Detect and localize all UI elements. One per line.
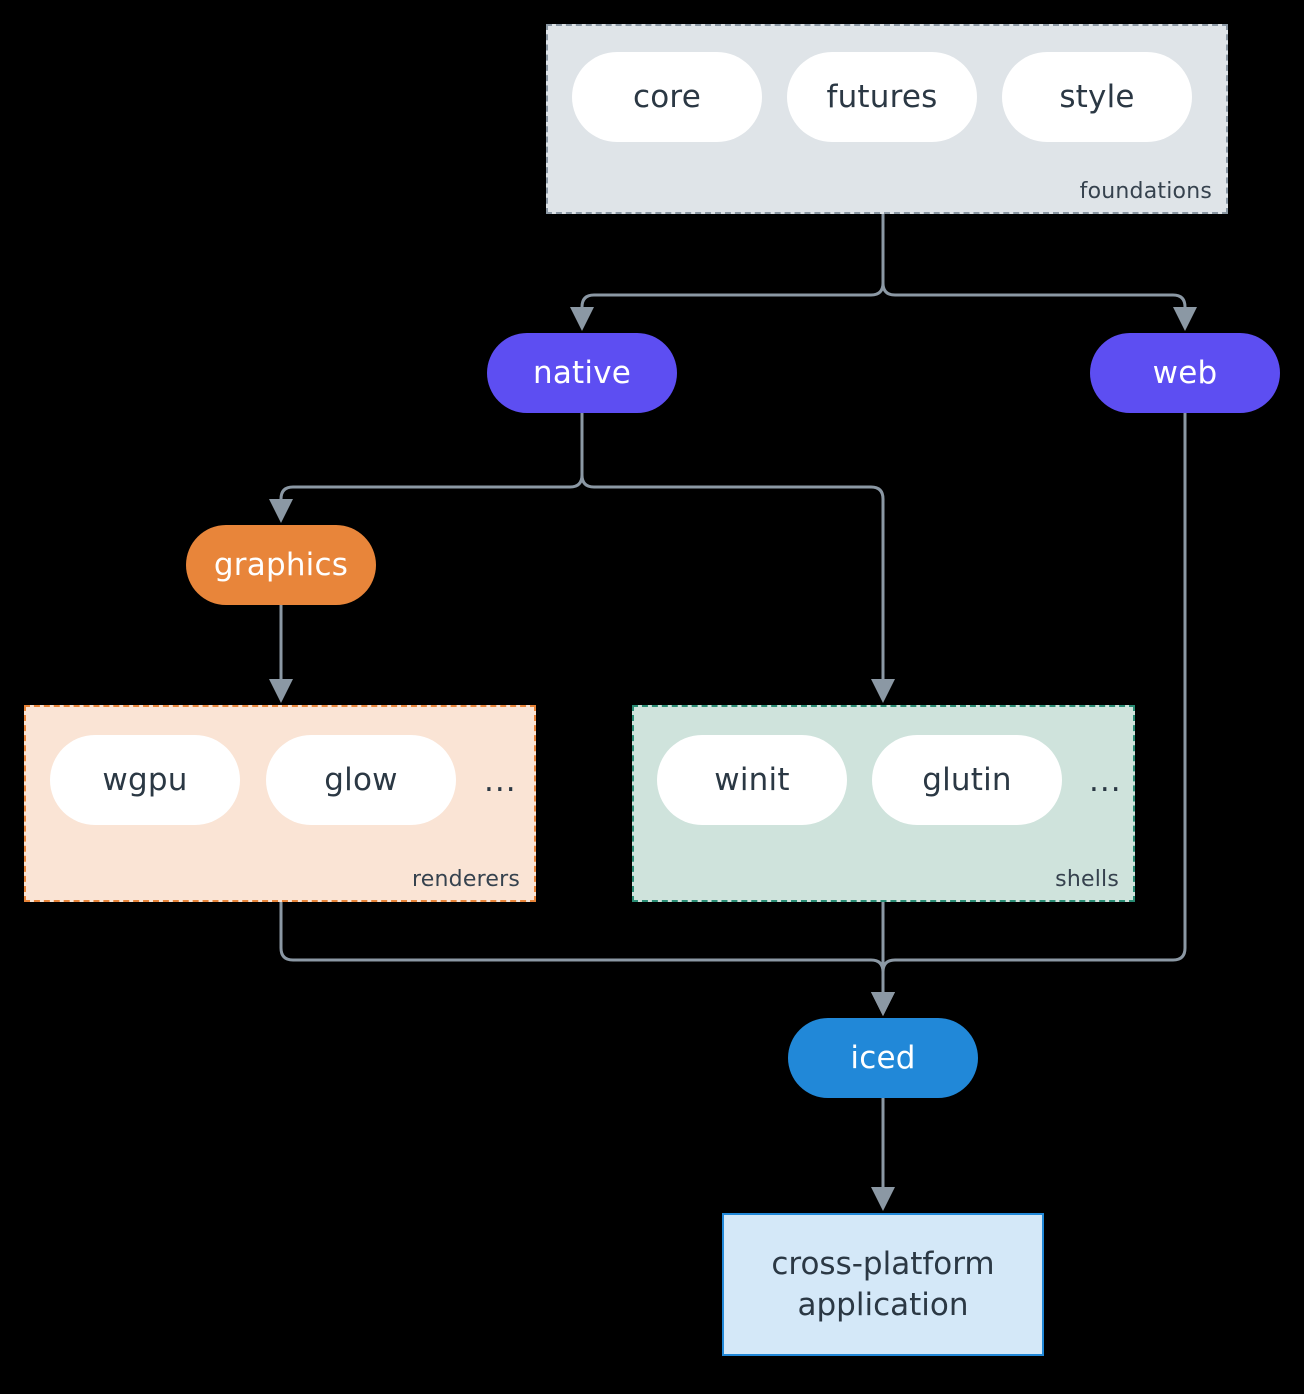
node-iced-label: iced xyxy=(850,1040,916,1076)
edge-renderers-iced xyxy=(279,902,895,1016)
node-iced[interactable]: iced xyxy=(788,1018,978,1098)
application-label-line1: cross-platform xyxy=(771,1245,995,1282)
node-native-label: native xyxy=(532,355,632,391)
node-wgpu-label: wgpu xyxy=(102,762,188,798)
node-core[interactable]: core xyxy=(572,52,762,142)
group-label-renderers: renderers xyxy=(412,867,520,892)
node-glow-label: glow xyxy=(324,762,398,798)
application-label-line2: application xyxy=(797,1286,969,1323)
node-style[interactable]: style xyxy=(1002,52,1192,142)
shells-ellipsis: ... xyxy=(1089,763,1122,799)
edge-foundations-web xyxy=(881,214,1197,331)
node-cross-platform-application[interactable]: cross-platform application xyxy=(722,1213,1044,1356)
node-futures-label: futures xyxy=(826,79,938,115)
edge-native-shells xyxy=(580,413,895,703)
node-native[interactable]: native xyxy=(487,333,677,413)
group-label-shells: shells xyxy=(1055,867,1119,892)
node-futures[interactable]: futures xyxy=(787,52,977,142)
node-glow[interactable]: glow xyxy=(266,735,456,825)
edge-foundations-native xyxy=(570,214,885,331)
node-web[interactable]: web xyxy=(1090,333,1280,413)
node-winit[interactable]: winit xyxy=(657,735,847,825)
node-glutin[interactable]: glutin xyxy=(872,735,1062,825)
edge-native-graphics xyxy=(269,413,584,523)
node-winit-label: winit xyxy=(714,762,790,798)
node-web-label: web xyxy=(1152,355,1218,391)
node-core-label: core xyxy=(633,79,701,115)
node-wgpu[interactable]: wgpu xyxy=(50,735,240,825)
node-graphics[interactable]: graphics xyxy=(186,525,376,605)
node-glutin-label: glutin xyxy=(922,762,1012,798)
group-label-foundations: foundations xyxy=(1079,179,1212,204)
renderers-ellipsis: ... xyxy=(484,763,517,799)
node-graphics-label: graphics xyxy=(213,547,349,583)
node-style-label: style xyxy=(1059,79,1135,115)
